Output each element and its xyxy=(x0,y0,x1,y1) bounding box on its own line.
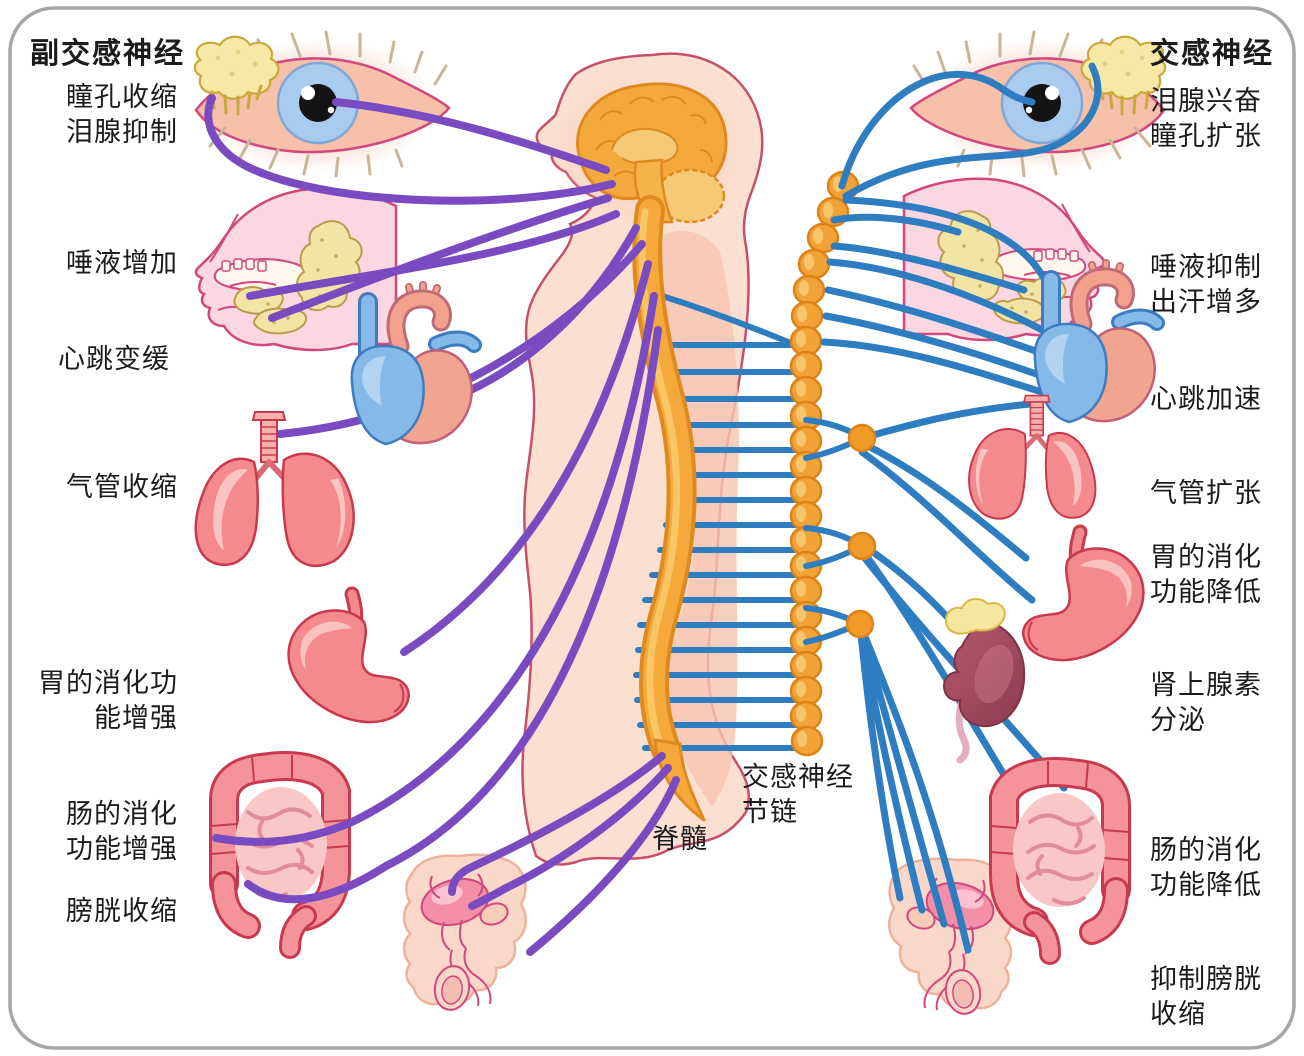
label-heart-fast: 心跳加速 xyxy=(1150,382,1262,417)
nerve-salivary-right-1 xyxy=(830,213,962,236)
label-lacrimal-excite: 泪腺兴奋 瞳孔扩张 xyxy=(1150,84,1262,154)
nerve-salivary-left-1 xyxy=(268,194,612,322)
label-line: 肠的消化 xyxy=(1150,835,1262,865)
kidney-adrenal-icon xyxy=(942,598,1026,764)
label-line: 泪腺抑制 xyxy=(66,117,178,147)
label-line: 肾上腺素 xyxy=(1150,670,1262,700)
label-line: 胃的消化 xyxy=(1150,542,1262,572)
label-line: 节链 xyxy=(742,797,798,827)
label-trachea-constrict: 气管收缩 xyxy=(66,470,178,505)
nerve-heart-right-1 xyxy=(826,258,1050,336)
sympathetic-nerves xyxy=(820,62,1102,954)
label-intestine-increase: 肠的消化 功能增强 xyxy=(66,797,178,867)
nerve-heart-right-3 xyxy=(822,312,1046,380)
label-bladder-contract: 膀胱收缩 xyxy=(66,894,178,929)
cerebellum-icon xyxy=(654,168,726,224)
label-line: 抑制膀胱 xyxy=(1150,964,1262,994)
label-line: 瞳孔收缩 xyxy=(66,82,178,112)
parasympathetic-nerves xyxy=(204,94,680,956)
label-intestine-decrease: 肠的消化 功能降低 xyxy=(1150,833,1262,903)
label-stomach-decrease: 胃的消化 功能降低 xyxy=(1150,540,1262,610)
label-saliva-increase: 唾液增加 xyxy=(66,246,178,281)
sympathetic-title: 交感神经 xyxy=(1150,38,1275,70)
label-line: 唾液增加 xyxy=(66,248,178,278)
label-saliva-inhibit: 唾液抑制 出汗增多 xyxy=(1150,250,1262,320)
label-line: 功能增强 xyxy=(66,834,178,864)
label-line: 功能降低 xyxy=(1150,870,1262,900)
nerve-trachea-left xyxy=(276,240,646,438)
nerve-salivary-left-2 xyxy=(246,210,620,300)
brain-icon xyxy=(576,82,728,224)
label-line: 泪腺兴奋 xyxy=(1150,86,1262,116)
adrenal-gland-icon xyxy=(944,598,1006,635)
nerve-genital-left xyxy=(526,776,680,956)
nerve-heart-right-4 xyxy=(820,338,1052,398)
label-stomach-increase: 胃的消化功 能增强 xyxy=(38,666,178,736)
label-line: 胃的消化功 xyxy=(38,668,178,698)
nerve-intestine-left-1 xyxy=(212,292,658,846)
label-pupil-constrict: 瞳孔收缩 泪腺抑制 xyxy=(66,80,178,150)
parasympathetic-title: 副交感神经 xyxy=(30,38,186,70)
nerve-heart-right-2 xyxy=(824,286,1048,358)
label-line: 心跳变缓 xyxy=(58,344,170,374)
nerve-stomach-right-2 xyxy=(858,448,1036,604)
nerve-adrenal xyxy=(860,542,956,626)
label-line: 心跳加速 xyxy=(1150,384,1262,414)
nerve-bladder-right-3 xyxy=(856,620,948,928)
label-line: 唾液抑制 xyxy=(1150,252,1262,282)
nerve-pupil-right xyxy=(838,70,1036,190)
label-line: 肠的消化 xyxy=(66,799,178,829)
nerve-bladder-left-2 xyxy=(468,764,672,910)
label-bladder-inhibit: 抑制膀胱 收缩 xyxy=(1150,962,1262,1032)
label-heart-slow: 心跳变缓 xyxy=(58,342,170,377)
label-line: 膀胱收缩 xyxy=(66,896,178,926)
label-line: 瞳孔扩张 xyxy=(1150,121,1262,151)
nerve-salivary-right-2 xyxy=(830,242,1028,294)
label-line: 气管收缩 xyxy=(66,472,178,502)
nerve-stomach-left xyxy=(400,260,652,656)
label-line: 交感神经 xyxy=(742,762,854,792)
nerve-pupil-left xyxy=(332,98,610,174)
label-trachea-dilate: 气管扩张 xyxy=(1150,476,1262,511)
label-sympathetic-chain: 交感神经 节链 xyxy=(742,760,854,830)
nerve-genital-right xyxy=(856,620,972,954)
nerve-lacrimal-right xyxy=(842,62,1102,200)
nerve-trachea-right xyxy=(858,400,1034,442)
prevertebral-ganglia xyxy=(845,423,877,639)
nerve-bladder-left-1 xyxy=(448,752,666,896)
label-spinal-cord: 脊髓 xyxy=(652,824,708,854)
label-line: 分泌 xyxy=(1150,705,1206,735)
label-line: 出汗增多 xyxy=(1150,287,1262,317)
label-line: 收缩 xyxy=(1150,999,1206,1029)
label-line: 功能降低 xyxy=(1150,577,1262,607)
label-line: 气管扩张 xyxy=(1150,478,1262,508)
nerve-intestine-left-2 xyxy=(244,326,662,904)
nerve-lacrimal-left xyxy=(204,94,616,205)
label-line: 能增强 xyxy=(94,703,178,733)
label-adrenaline: 肾上腺素 分泌 xyxy=(1150,668,1262,738)
nerve-stomach-right-1 xyxy=(860,440,1030,562)
